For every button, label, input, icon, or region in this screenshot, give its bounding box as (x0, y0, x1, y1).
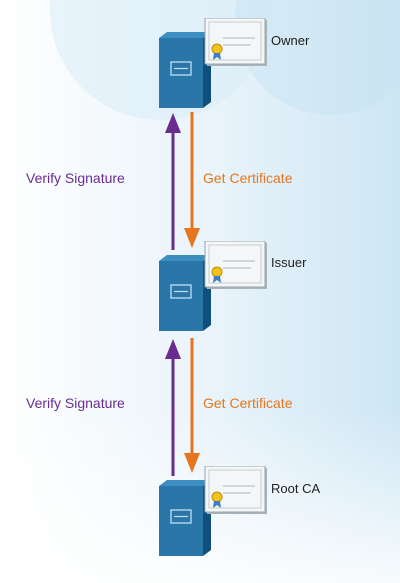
get-arrow-owner-to-issuer (184, 112, 200, 248)
verify-arrow-issuer-to-owner (165, 113, 181, 250)
certificate-icon (204, 240, 267, 289)
node-issuer (155, 240, 270, 338)
get-arrow-issuer-to-root (184, 338, 200, 473)
server-icon (159, 255, 211, 331)
certificate-icon (204, 17, 267, 66)
verify-label-upper: Verify Signature (26, 170, 125, 186)
verify-arrow-root-to-issuer (165, 339, 181, 476)
certificate-icon (204, 465, 267, 514)
verify-label-lower: Verify Signature (26, 395, 125, 411)
node-label-root-ca: Root CA (271, 481, 321, 496)
node-label-issuer: Issuer (271, 255, 307, 270)
get-label-lower: Get Certificate (203, 395, 293, 411)
server-icon (159, 32, 211, 108)
node-root-ca (155, 465, 270, 563)
get-label-upper: Get Certificate (203, 170, 293, 186)
node-owner (155, 17, 270, 115)
node-label-owner: Owner (271, 33, 310, 48)
